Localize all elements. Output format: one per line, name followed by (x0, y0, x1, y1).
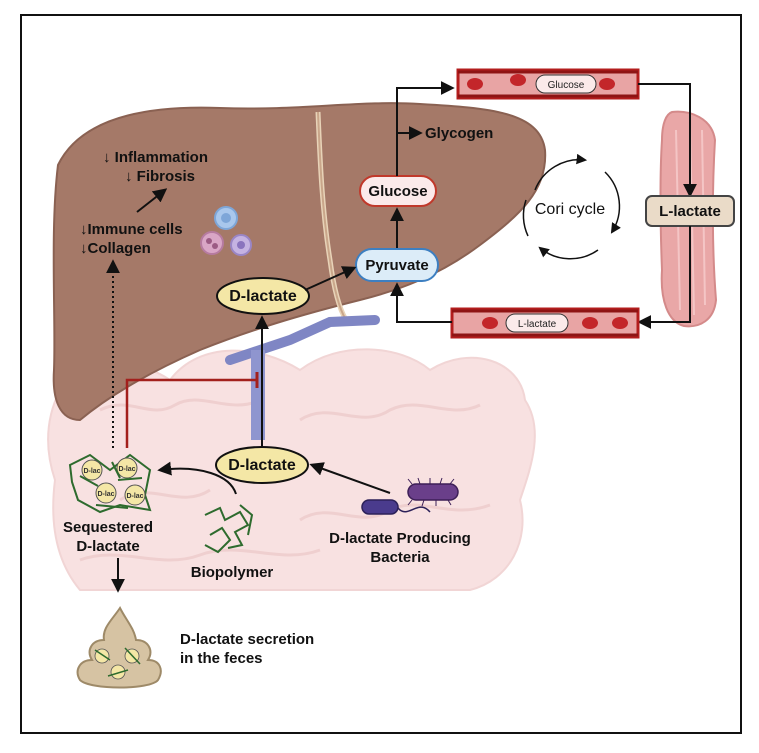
gut-dlactate-node: D-lactate (215, 446, 309, 484)
bacteria-label-line1: D-lactate Producing (329, 530, 471, 547)
bead-text-3: D-lac (97, 491, 114, 498)
bacteria-label-line2: Bacteria (370, 549, 430, 566)
muscle-to-blood-arrow (637, 226, 691, 329)
bead-text-4: D-lac (126, 493, 143, 500)
dlactate-to-pyruvate-arrow (304, 266, 357, 291)
sequestered-label-line1: Sequestered (63, 519, 153, 536)
vessel-llactate-label: L-lactate (518, 319, 557, 330)
liver-glucose-node: Glucose (359, 175, 437, 207)
glucose-to-blood-arrow (396, 81, 455, 176)
cori-cycle-label: Cori cycle (535, 201, 605, 218)
sequestered-label-line2: D-lactate (76, 538, 139, 555)
cori-arc-3 (538, 246, 599, 260)
bottom-blood-vessel: L-lactate (450, 307, 640, 339)
blood-to-pyruvate-arrow (390, 282, 452, 323)
effects-arrow (136, 188, 168, 213)
vessel-glucose-label: Glucose (548, 80, 585, 91)
cori-cycle: Cori cycle (522, 153, 621, 260)
biopolymer-label: Biopolymer (191, 564, 274, 581)
liver-dlactate-node: D-lactate (216, 277, 310, 315)
immune-cells-icon (200, 206, 252, 256)
effect-fibrosis-text: ↓ Fibrosis (125, 168, 195, 185)
liver-glucose-label: Glucose (368, 183, 427, 200)
feces-label-line2: in the feces (180, 650, 263, 667)
pyruvate-node: Pyruvate (355, 248, 439, 282)
effect-inflammation-text: ↓ Inflammation (103, 149, 208, 166)
top-blood-vessel: Glucose (456, 68, 640, 100)
biopolymer-icon (204, 504, 254, 554)
bead-text-1: D-lac (83, 468, 100, 475)
gut-dlactate-label: D-lactate (228, 457, 296, 474)
bead-text-2: D-lac (118, 466, 135, 473)
biopolymer-to-sequestered-arrow (157, 461, 237, 495)
effect-collagen-text: ↓Collagen (80, 240, 151, 257)
muscle-llactate-node: L-lactate (645, 195, 735, 227)
feces-icon (76, 606, 162, 689)
sequestered-dlactate-icon: D-lac D-lac D-lac D-lac (68, 453, 152, 514)
feces-label-line1: D-lactate secretion (180, 631, 314, 648)
cori-arc-4 (522, 199, 529, 237)
cori-arc-2 (604, 171, 621, 234)
bacteria-to-dlactate-arrow (309, 462, 391, 494)
pyruvate-label: Pyruvate (365, 257, 428, 274)
cori-arc-1 (534, 153, 588, 191)
glycogen-label: Glycogen (425, 125, 493, 142)
effect-immune-cells-text: ↓Immune cells (80, 221, 183, 238)
bacteria-icon (361, 477, 459, 515)
liver-dlactate-label: D-lactate (229, 288, 297, 305)
muscle-llactate-label: L-lactate (659, 203, 721, 220)
blood-to-muscle-arrow (638, 83, 697, 198)
inhibition-line (125, 378, 257, 448)
